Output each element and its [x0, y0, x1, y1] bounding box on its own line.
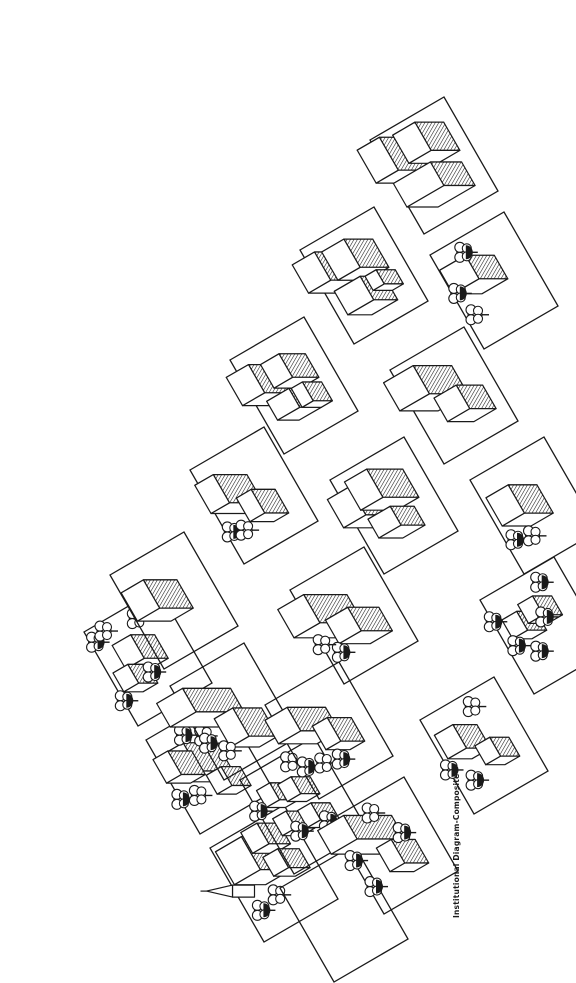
plot	[278, 547, 418, 684]
building	[312, 718, 364, 750]
plot	[480, 557, 576, 694]
building	[475, 737, 520, 764]
plot	[470, 437, 576, 574]
tree	[115, 691, 138, 711]
tree	[524, 526, 547, 546]
tree	[484, 612, 507, 632]
plot	[292, 207, 428, 344]
plot	[384, 327, 518, 464]
tree	[143, 662, 166, 682]
tree	[466, 305, 489, 325]
steeple	[201, 885, 255, 897]
plot	[420, 677, 548, 814]
tree	[236, 520, 259, 540]
plots-layer	[84, 97, 576, 982]
plot	[327, 437, 458, 574]
building	[365, 270, 403, 291]
tree	[531, 641, 554, 661]
diagram-caption: Institutional Diagram-Composite	[452, 774, 461, 918]
tree	[365, 877, 388, 897]
tree	[463, 697, 486, 717]
building	[376, 840, 428, 872]
building	[236, 489, 288, 521]
plot	[226, 317, 358, 454]
plot	[318, 777, 458, 914]
tree	[189, 785, 212, 805]
building	[486, 485, 553, 526]
tree	[332, 749, 355, 769]
tree	[466, 770, 489, 790]
tree	[95, 621, 118, 641]
plot	[265, 662, 393, 799]
plot	[430, 212, 558, 349]
building	[206, 767, 251, 794]
tree	[531, 572, 554, 592]
plot	[190, 427, 318, 564]
